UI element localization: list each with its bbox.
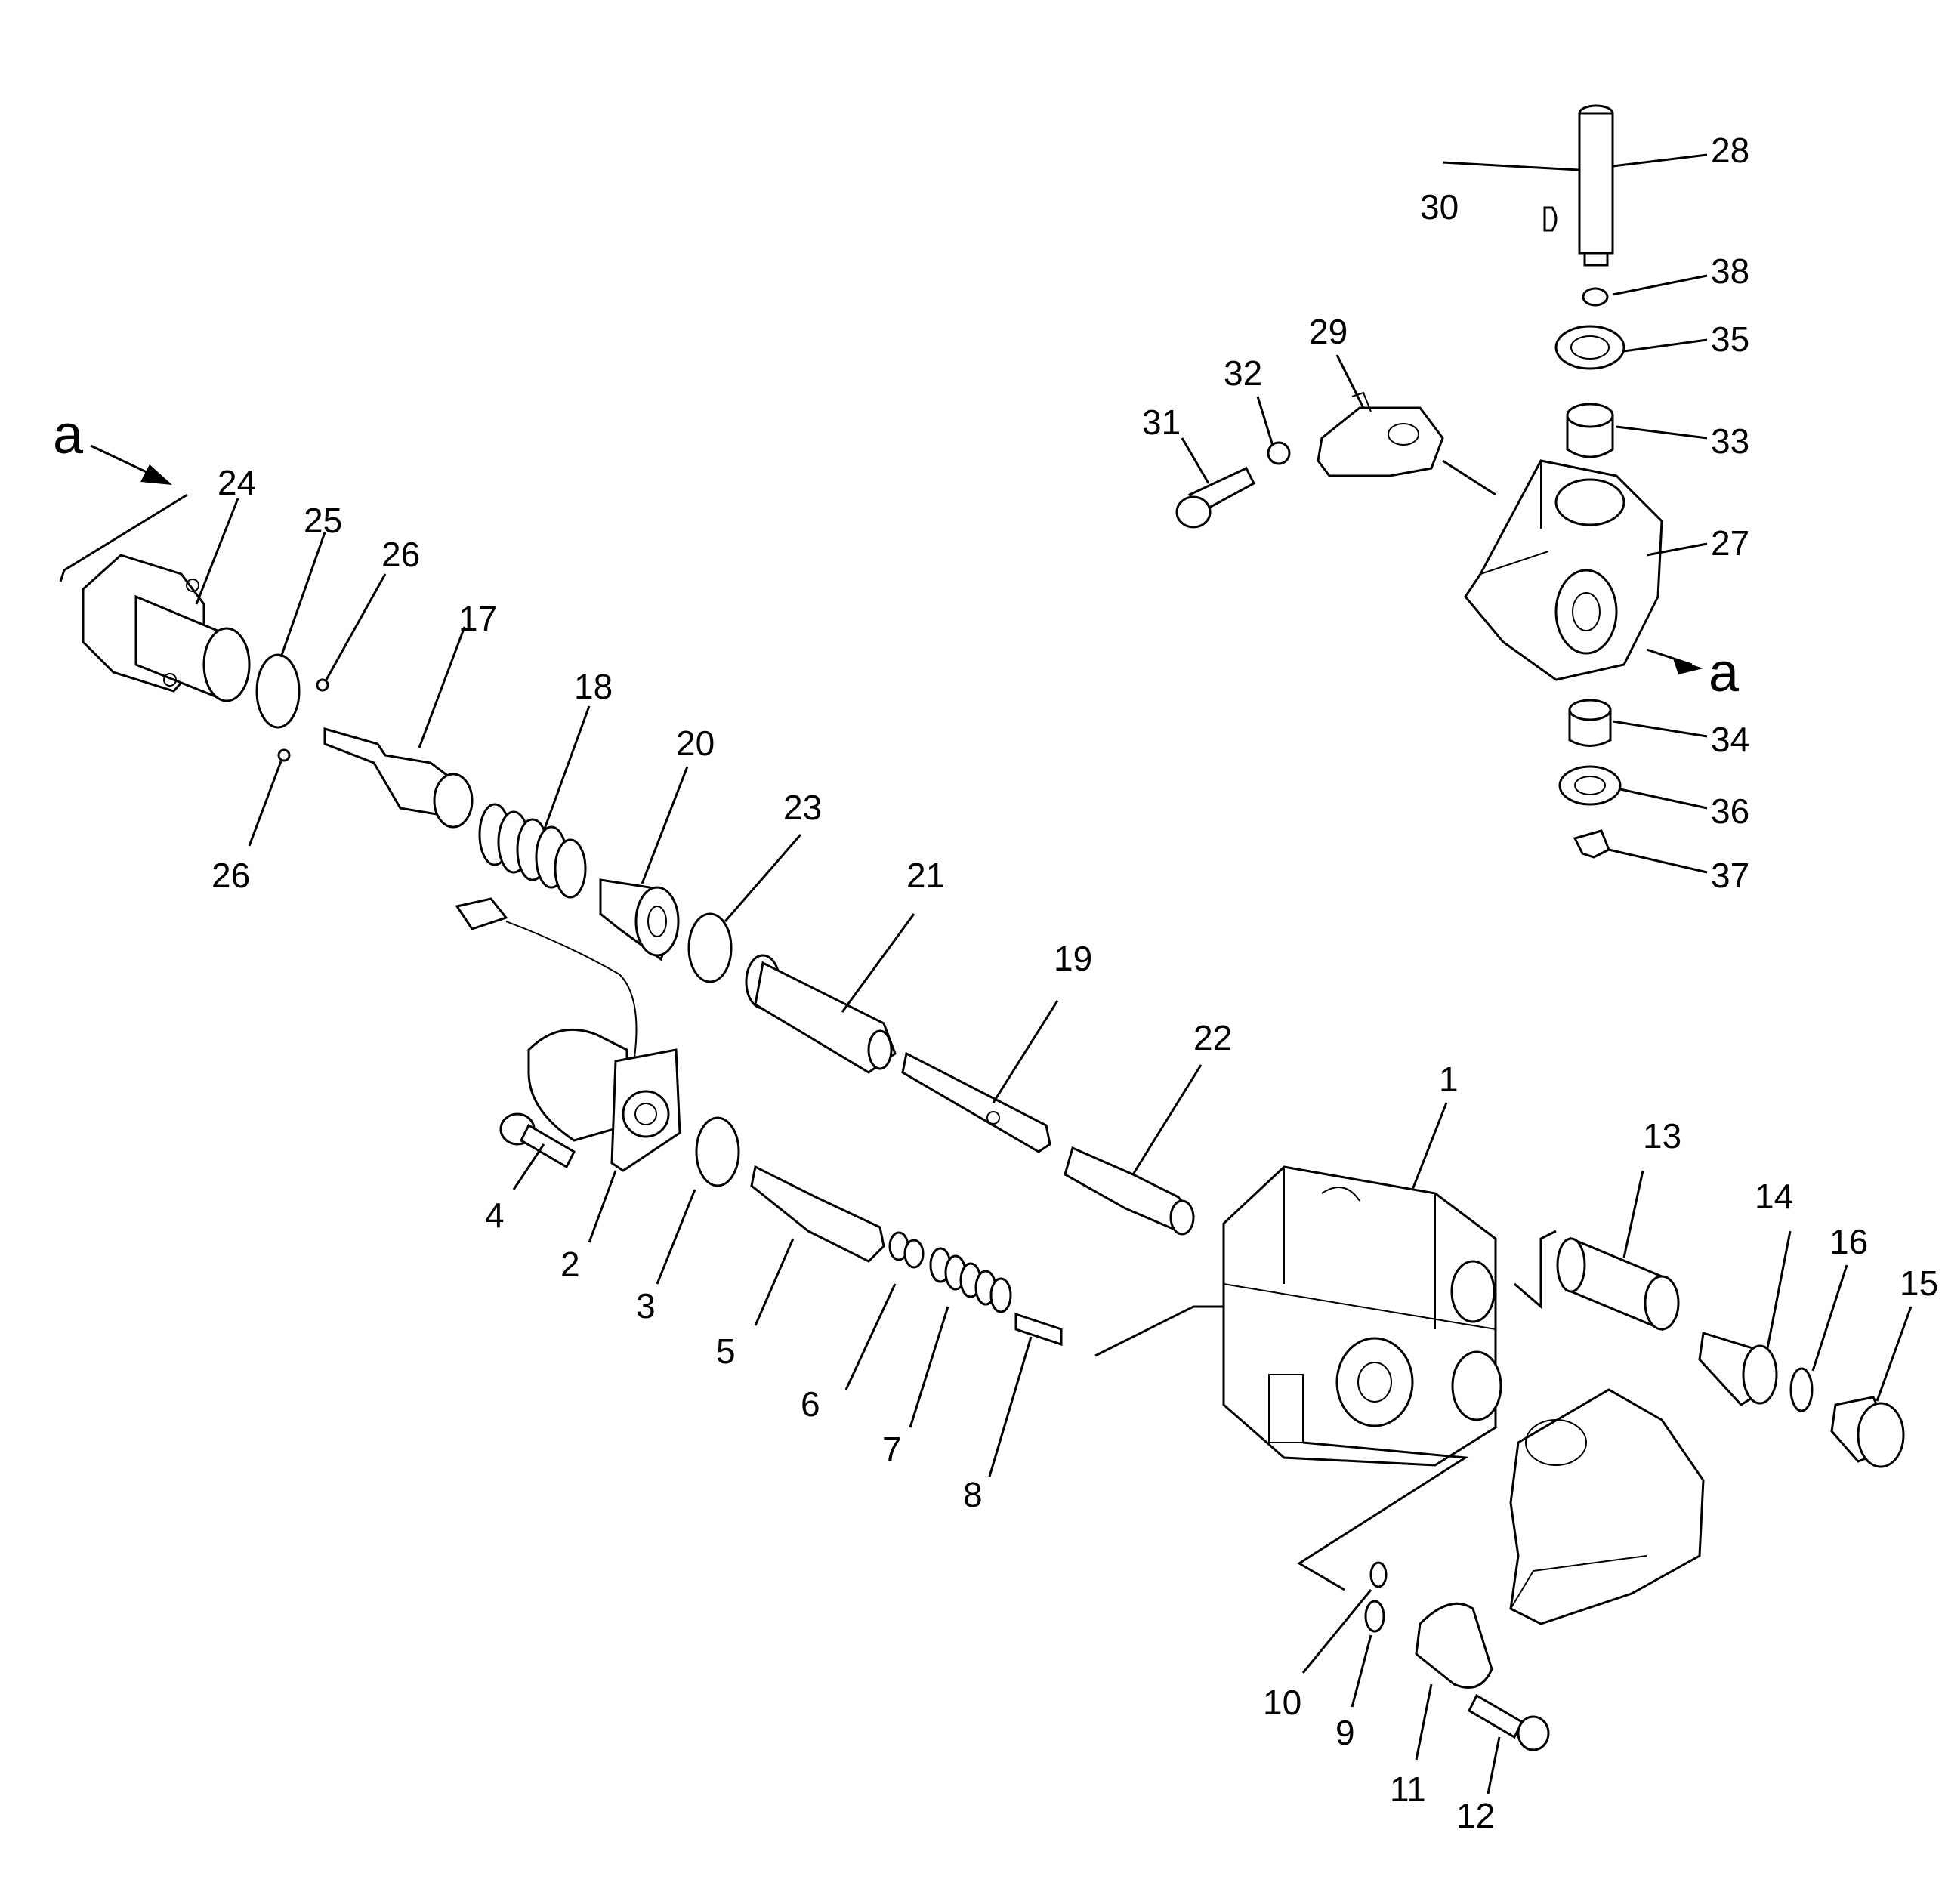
part-5-valve <box>750 1165 885 1263</box>
part-26-ring-lower <box>277 748 291 762</box>
part-13-filter <box>1556 1236 1680 1332</box>
part-28-shaft <box>1578 104 1614 267</box>
part-12-bolt <box>1468 1693 1550 1751</box>
part-31-bolt <box>1175 467 1255 529</box>
part-33-bushing <box>1566 403 1614 458</box>
part-20-retainer <box>599 878 680 961</box>
callout-37: 37 <box>1711 856 1749 895</box>
part-36-bearing <box>1558 765 1622 806</box>
part-8-pin <box>1014 1312 1063 1347</box>
callout-14: 14 <box>1755 1177 1793 1216</box>
part-3-o-ring <box>695 1116 740 1187</box>
view-arrow-left <box>59 444 188 582</box>
part-18-spring <box>478 803 587 899</box>
callout-17: 17 <box>458 599 497 638</box>
part-16-ring <box>1789 1367 1814 1412</box>
leader-lines <box>195 153 1913 1794</box>
part-22-valve <box>1064 1146 1196 1236</box>
callout-32: 32 <box>1224 353 1262 393</box>
part-4-bolt <box>499 1112 576 1169</box>
callout-26-upper: 26 <box>381 535 420 574</box>
view-arrow-right <box>1646 648 1703 674</box>
callout-6: 6 <box>801 1384 820 1424</box>
part-38-snap-ring <box>1582 287 1609 307</box>
callout-38: 38 <box>1711 252 1749 291</box>
part-29-lever <box>1317 391 1444 477</box>
part-1-valve-body <box>1222 1165 1502 1467</box>
callout-5: 5 <box>716 1332 736 1371</box>
view-marker-a-left: a <box>53 405 84 465</box>
part-15-cap <box>1830 1396 1905 1468</box>
callout-21: 21 <box>906 856 945 895</box>
callout-19: 19 <box>1054 939 1092 978</box>
part-6-ring-b <box>903 1239 925 1269</box>
part-35-bearing <box>1554 325 1625 370</box>
callout-7: 7 <box>882 1430 902 1469</box>
callout-27: 27 <box>1711 523 1749 563</box>
callout-26-lower: 26 <box>211 856 250 895</box>
part-34-bushing <box>1568 699 1612 747</box>
part-2-solenoid <box>455 897 681 1172</box>
part-26-ring-upper <box>316 678 329 692</box>
part-7-spring <box>929 1247 1012 1313</box>
callout-33: 33 <box>1711 421 1749 461</box>
callout-4: 4 <box>485 1196 505 1235</box>
callout-34: 34 <box>1711 720 1749 759</box>
part-23-o-ring <box>687 912 733 983</box>
callout-12: 12 <box>1456 1796 1495 1835</box>
part-19-rod <box>901 1051 1051 1153</box>
part-24-cover <box>82 554 251 702</box>
view-marker-a-right: a <box>1709 643 1740 703</box>
callout-24: 24 <box>218 463 256 502</box>
part-9-ring <box>1364 1600 1385 1633</box>
callout-16: 16 <box>1829 1222 1868 1261</box>
callout-25: 25 <box>304 501 342 540</box>
callout-3: 3 <box>636 1286 656 1325</box>
callout-22: 22 <box>1193 1018 1232 1057</box>
part-37-clip <box>1573 829 1610 859</box>
callout-29: 29 <box>1309 312 1348 351</box>
side-housing <box>1509 1388 1705 1625</box>
callout-20: 20 <box>676 724 715 763</box>
callout-10: 10 <box>1263 1683 1301 1722</box>
part-14-plug <box>1698 1332 1778 1406</box>
callout-36: 36 <box>1711 792 1749 831</box>
part-27-housing <box>1464 459 1663 681</box>
part-30-key <box>1543 206 1558 232</box>
callout-18: 18 <box>574 667 613 706</box>
part-11-plate <box>1415 1602 1493 1689</box>
part-32-washer <box>1267 441 1291 465</box>
callout-31: 31 <box>1142 403 1181 442</box>
part-21-spool <box>745 954 897 1074</box>
callout-8: 8 <box>963 1475 983 1514</box>
callout-1: 1 <box>1439 1060 1459 1099</box>
callout-23: 23 <box>783 788 822 827</box>
callout-13: 13 <box>1643 1116 1681 1156</box>
callout-30: 30 <box>1420 187 1459 227</box>
part-10-ring <box>1369 1561 1388 1588</box>
callout-labels: 1 2 3 4 5 6 7 8 9 10 11 12 13 14 15 16 1… <box>211 131 1938 1835</box>
callout-28: 28 <box>1711 131 1749 170</box>
part-17-spool <box>323 727 474 829</box>
callout-15: 15 <box>1900 1264 1938 1303</box>
callout-11: 11 <box>1390 1770 1426 1809</box>
callout-9: 9 <box>1335 1713 1355 1752</box>
assembly-lines <box>1094 459 1557 1591</box>
part-25-o-ring <box>255 653 301 729</box>
callout-35: 35 <box>1711 319 1749 359</box>
callout-2: 2 <box>560 1245 580 1284</box>
